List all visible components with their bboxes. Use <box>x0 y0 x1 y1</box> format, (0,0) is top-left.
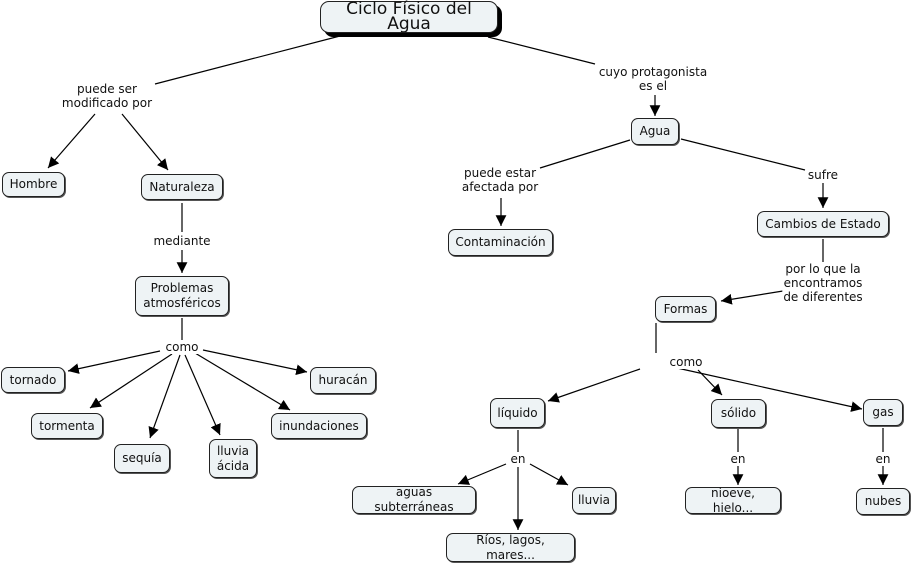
edge-arrow <box>697 369 723 396</box>
concept-nubes[interactable]: nubes <box>856 488 910 515</box>
concept-inundaciones[interactable]: inundaciones <box>271 413 367 439</box>
edge-arrow <box>67 350 161 374</box>
link-en-liquido: en <box>509 452 527 466</box>
concept-hombre[interactable]: Hombre <box>2 172 65 197</box>
link-en-solido: en <box>729 452 747 466</box>
concept-solido[interactable]: sólido <box>711 399 766 428</box>
link-sufre: sufre <box>806 168 840 182</box>
edge-arrow <box>148 354 181 439</box>
link-como-formas: como <box>668 355 704 369</box>
concept-contaminacion[interactable]: Contaminación <box>448 229 553 256</box>
link-mediante: mediante <box>152 234 212 248</box>
title-concept[interactable]: Ciclo Físico del Agua <box>320 1 498 33</box>
edge-arrow <box>457 463 507 485</box>
edge-arrow <box>676 367 863 412</box>
concept-liquido[interactable]: líquido <box>490 398 545 428</box>
concept-naturaleza[interactable]: Naturaleza <box>141 174 223 200</box>
concept-tornado[interactable]: tornado <box>1 367 65 393</box>
concept-tormenta[interactable]: tormenta <box>31 413 103 439</box>
edge-line <box>487 36 596 65</box>
concept-huracan[interactable]: huracán <box>310 367 376 394</box>
link-en-gas: en <box>874 452 892 466</box>
edge-arrow <box>89 353 173 409</box>
edge-arrow <box>202 349 308 376</box>
link-como: como <box>164 340 200 354</box>
edge-arrow <box>184 354 221 436</box>
edge-arrow <box>121 113 169 171</box>
edge-arrow <box>547 368 641 403</box>
concept-agua[interactable]: Agua <box>631 118 679 145</box>
link-cuyo-protagonista: cuyo protagonista es el <box>597 65 709 93</box>
link-puede-ser-modificado: puede ser modificado por <box>60 82 154 110</box>
edge-line <box>539 139 631 169</box>
concept-rios-lagos-mares[interactable]: Ríos, lagos, mares... <box>446 533 575 562</box>
edge-line <box>680 138 806 171</box>
concept-problemas-atmosfericos[interactable]: Problemas atmosféricos <box>135 276 229 316</box>
concept-sequia[interactable]: sequía <box>114 444 170 473</box>
edge-arrow <box>194 352 291 411</box>
edge-arrow <box>720 290 784 305</box>
edge-line <box>154 35 341 85</box>
concept-cambios-de-estado[interactable]: Cambios de Estado <box>757 211 889 237</box>
link-por-lo-que-la: por lo que la encontramos de diferentes <box>782 262 864 304</box>
edge-arrow <box>529 463 569 486</box>
concept-formas[interactable]: Formas <box>655 296 716 322</box>
concept-nieve-hielo[interactable]: nioeve, hielo... <box>685 486 781 515</box>
concept-lluvia[interactable]: lluvia <box>572 487 616 514</box>
link-puede-estar-afectada: puede estar afectada por <box>460 166 540 194</box>
concept-lluvia-acida[interactable]: lluvia ácida <box>209 439 257 478</box>
concept-aguas-subterraneas[interactable]: aguas subterráneas <box>352 485 476 514</box>
concept-gas[interactable]: gas <box>863 399 903 426</box>
edge-arrow <box>47 113 96 169</box>
